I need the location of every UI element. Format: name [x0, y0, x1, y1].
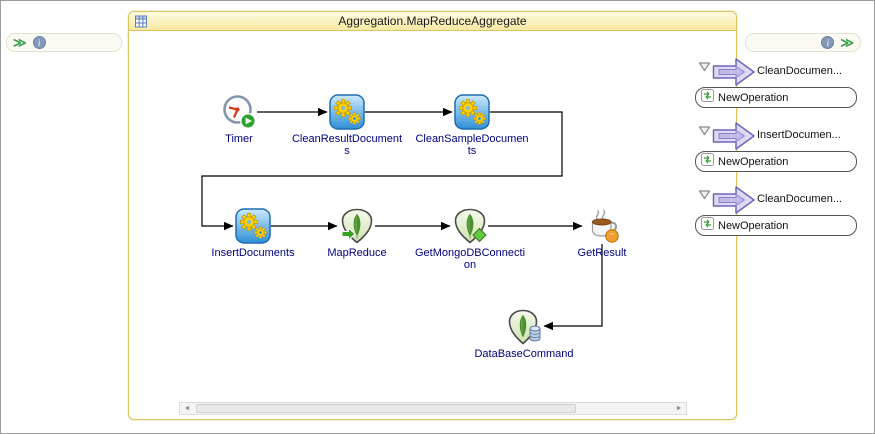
node-label: MapReduce: [327, 247, 387, 259]
operation-arrows-icon: [701, 152, 714, 171]
table-icon: [135, 15, 147, 33]
node-label: Timer: [225, 133, 253, 145]
java-cup-icon: [584, 208, 620, 244]
map-transform-arrow-icon[interactable]: [712, 56, 756, 93]
gears-service-icon: [329, 94, 365, 130]
collapse-triangle-icon[interactable]: [698, 123, 711, 141]
timer-icon: [221, 94, 257, 130]
scroll-right-arrow-icon[interactable]: ►: [672, 403, 686, 414]
flow-node-get-mongodb-connection[interactable]: GetMongoDBConnection: [410, 208, 530, 271]
map-transform-arrow-icon[interactable]: [712, 184, 756, 221]
operation-box[interactable]: NewOperation: [695, 87, 857, 108]
node-label: InsertDocuments: [211, 247, 295, 259]
collapse-triangle-icon[interactable]: [698, 187, 711, 205]
info-icon[interactable]: i: [821, 36, 835, 49]
operation-label: NewOperation: [718, 219, 789, 232]
collapse-triangle-icon[interactable]: [698, 59, 711, 77]
map-label: CleanDocumen...: [757, 193, 842, 205]
mongodb-connection-icon: [452, 208, 488, 244]
gears-service-icon: [235, 208, 271, 244]
map-label: CleanDocumen...: [757, 65, 842, 77]
node-label: GetMongoDBConnection: [414, 247, 526, 271]
flow-node-clean-result-documents[interactable]: CleanResultDocuments: [287, 94, 407, 157]
operation-box[interactable]: NewOperation: [695, 151, 857, 172]
flow-title-bar[interactable]: Aggregation.MapReduceAggregate: [129, 12, 736, 31]
collapse-left-chevrons-icon[interactable]: ≫: [13, 35, 27, 50]
scrollbar-thumb[interactable]: [196, 404, 576, 413]
flow-node-timer[interactable]: Timer: [179, 94, 299, 145]
node-label: GetResult: [577, 247, 627, 259]
info-icon[interactable]: i: [32, 36, 46, 49]
node-label: DataBaseCommand: [474, 348, 574, 360]
flow-node-map-reduce[interactable]: MapReduce: [297, 208, 417, 259]
flow-editor-panel: Aggregation.MapReduceAggregate: [128, 11, 737, 420]
flow-node-get-result[interactable]: GetResult: [542, 208, 662, 259]
flow-node-database-command[interactable]: DataBaseCommand: [464, 309, 584, 360]
flow-title: Aggregation.MapReduceAggregate: [338, 14, 527, 28]
operation-box[interactable]: NewOperation: [695, 215, 857, 236]
horizontal-scrollbar[interactable]: ◄ ►: [179, 402, 687, 415]
node-label: CleanResultDocuments: [291, 133, 403, 157]
operation-label: NewOperation: [718, 91, 789, 104]
right-tool-strip: i ≫: [745, 33, 861, 52]
map-label: InsertDocumen...: [757, 129, 841, 141]
flow-diagram-canvas[interactable]: Timer: [129, 31, 736, 419]
operation-arrows-icon: [701, 88, 714, 107]
map-transform-arrow-icon[interactable]: [712, 120, 756, 157]
flow-node-insert-documents[interactable]: InsertDocuments: [193, 208, 313, 259]
flow-connections: [201, 107, 603, 331]
flow-node-clean-sample-documents[interactable]: CleanSampleDocuments: [412, 94, 532, 157]
collapse-right-chevrons-icon[interactable]: ≫: [840, 35, 854, 50]
mongodb-database-icon: [506, 309, 542, 345]
operation-label: NewOperation: [718, 155, 789, 168]
left-tool-strip: ≫ i: [6, 33, 122, 52]
node-label: CleanSampleDocuments: [415, 133, 529, 157]
scroll-left-arrow-icon[interactable]: ◄: [180, 403, 194, 414]
gears-service-icon: [454, 94, 490, 130]
scrollbar-track[interactable]: [194, 403, 672, 414]
mongodb-mapreduce-icon: [339, 208, 375, 244]
operation-arrows-icon: [701, 216, 714, 235]
